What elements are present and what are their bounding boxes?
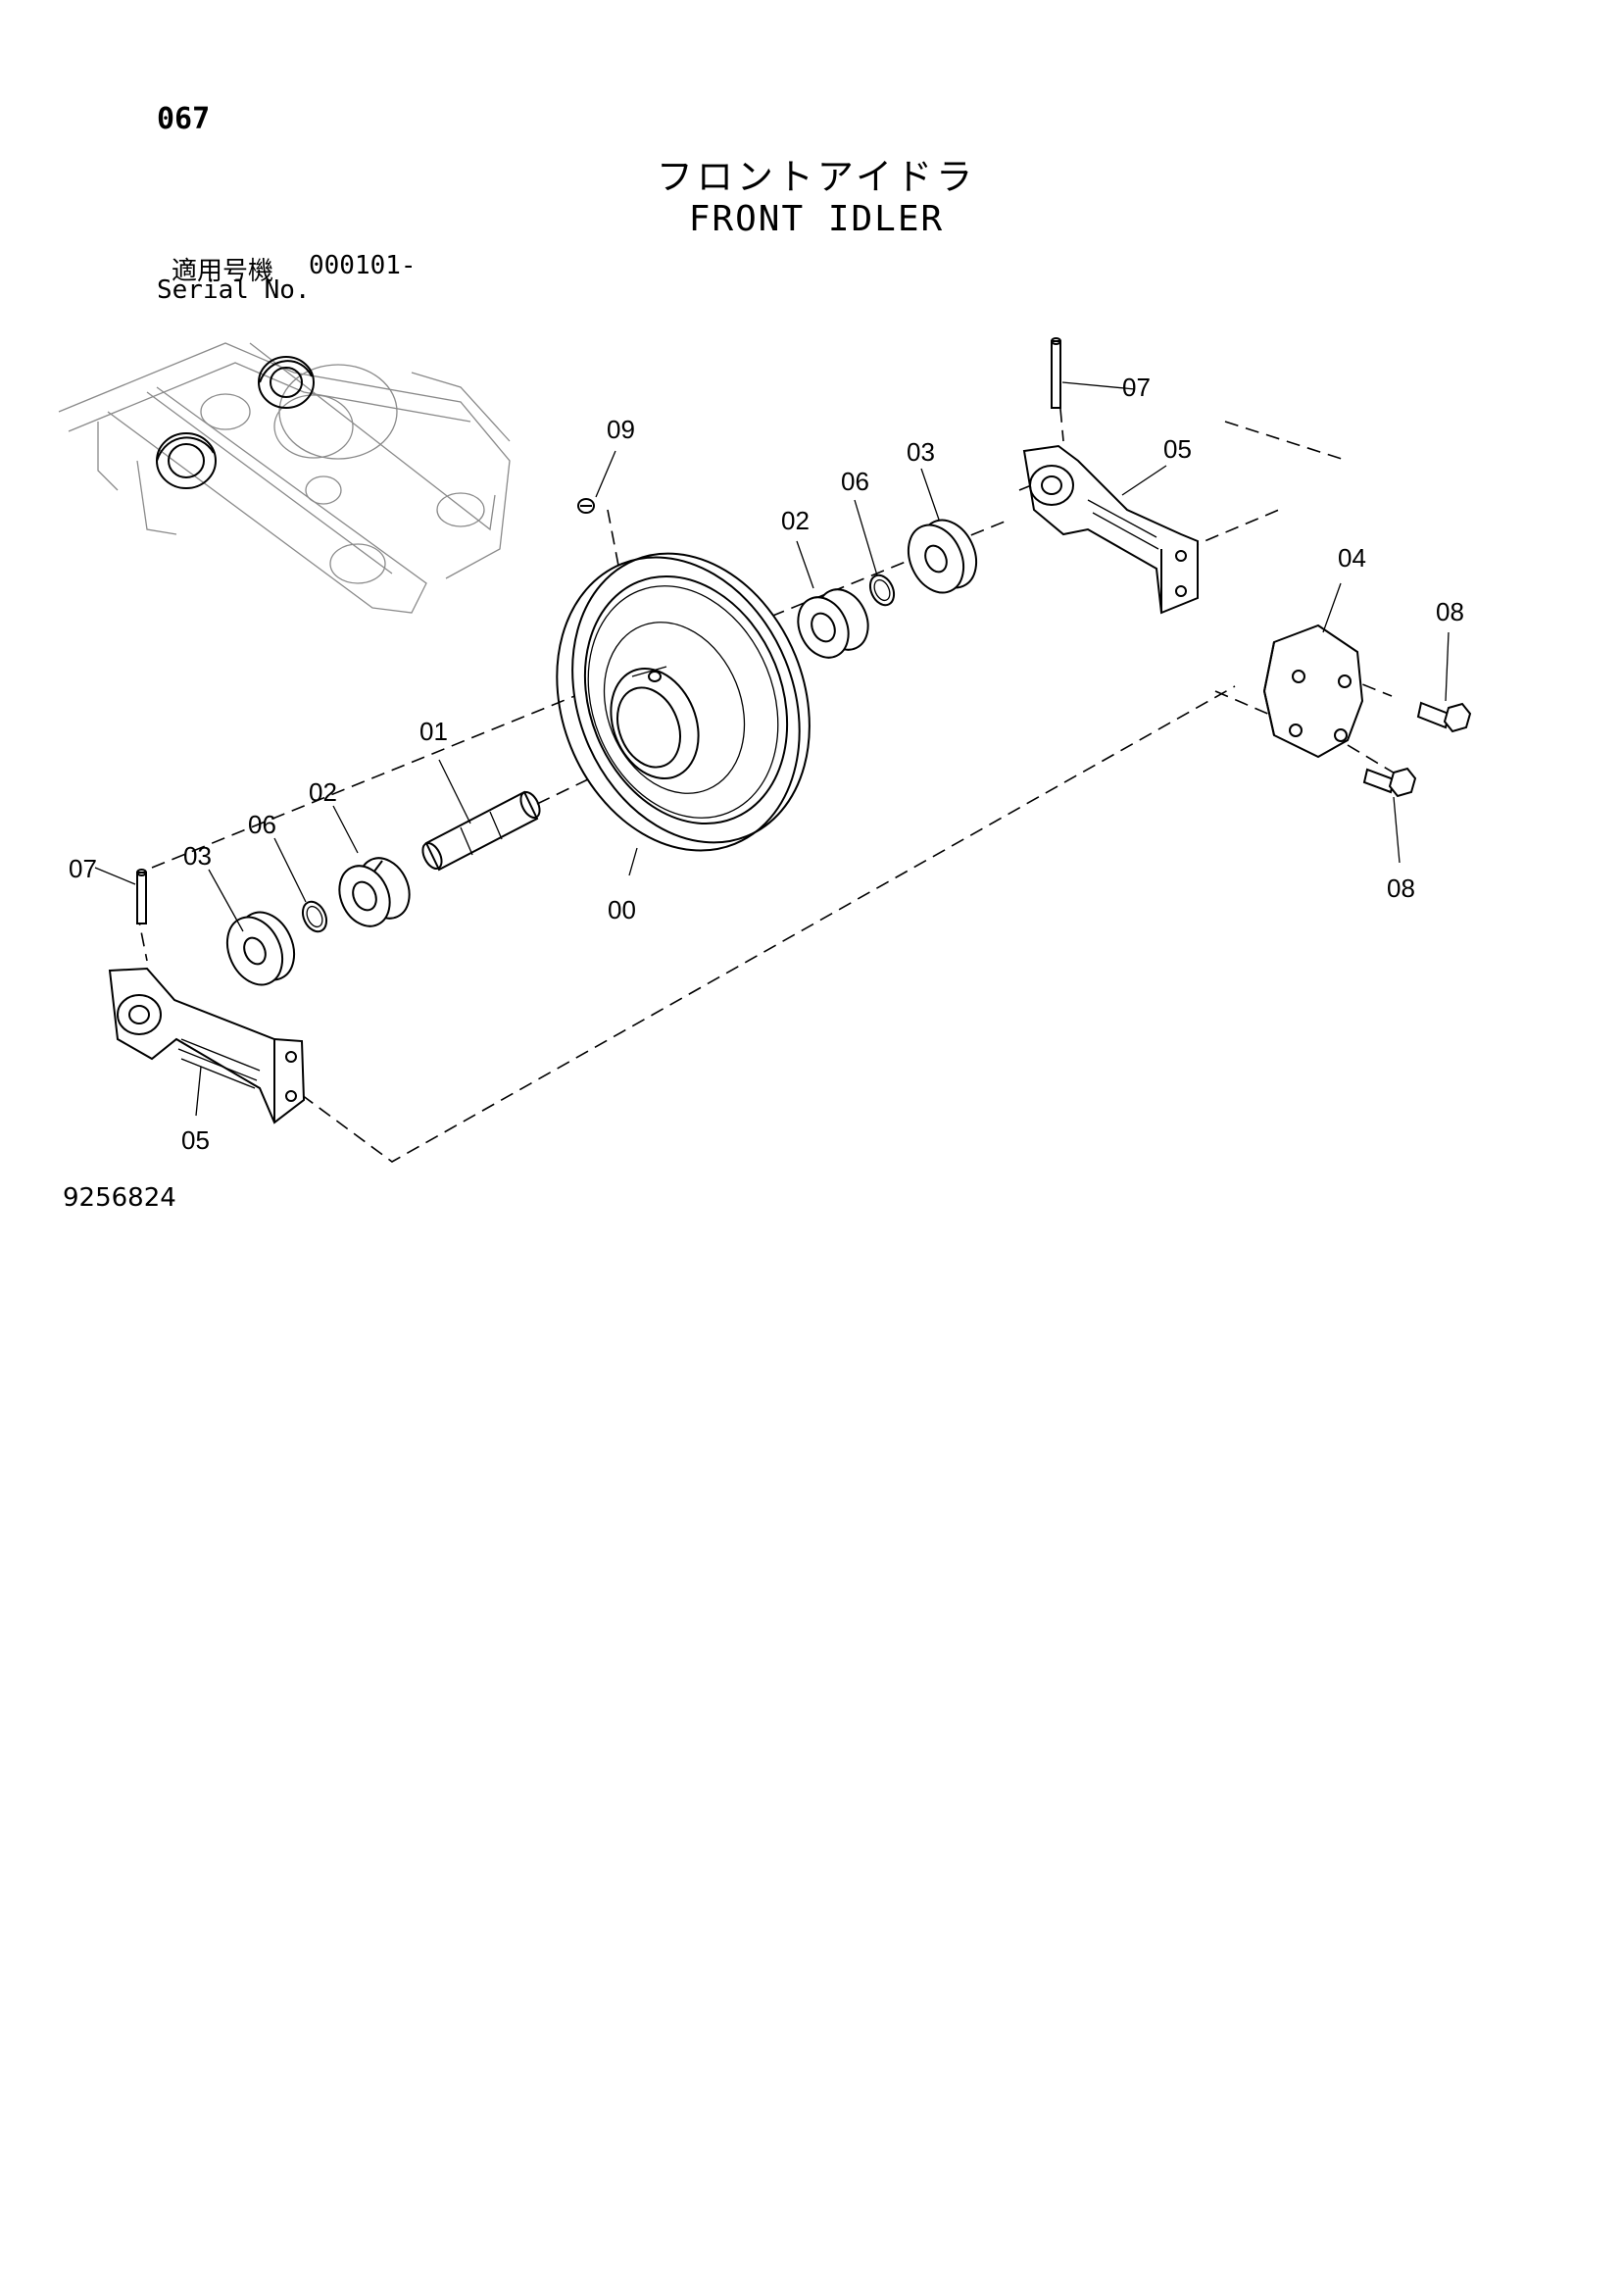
- bolt-upper: [1416, 701, 1472, 733]
- callout-bushing-right: 02: [781, 506, 810, 535]
- bolt-lower: [1362, 767, 1417, 798]
- callout-seal-left: 03: [183, 841, 212, 871]
- callout-wheel: 00: [608, 895, 636, 924]
- page-title-english: FRONT IDLER: [688, 199, 945, 239]
- callout-pin-left: 07: [69, 854, 97, 883]
- callout-ring-right: 06: [841, 467, 869, 496]
- callout-shaft: 01: [419, 717, 448, 746]
- callout-bearing-left: 05: [181, 1125, 210, 1155]
- callout-seal-right: 03: [907, 437, 935, 467]
- bearing-right: [1022, 444, 1199, 615]
- callout-pin-right: 07: [1122, 373, 1151, 402]
- shaft: [421, 778, 589, 872]
- bearing-left: [108, 967, 306, 1124]
- undercarriage-locator-sketch: [58, 342, 511, 614]
- page-title-japanese: フロントアイドラ: [656, 156, 977, 198]
- idler-wheel: [556, 552, 811, 852]
- callout-plug: 09: [607, 415, 635, 444]
- pin-right: [1051, 337, 1061, 409]
- callout-bushing-left: 02: [309, 777, 337, 807]
- callout-bearing-right: 05: [1163, 434, 1192, 464]
- serial-label-english: Serial No.: [157, 275, 311, 305]
- seal-left: [225, 911, 296, 986]
- callout-bolt-upper: 08: [1436, 597, 1464, 626]
- serial-label-japanese: 適用号機: [172, 257, 274, 286]
- plate: [1262, 624, 1364, 759]
- callout-plate: 04: [1338, 543, 1366, 573]
- plug: [577, 498, 595, 514]
- leader-lines: [94, 381, 1450, 1117]
- seal-right: [907, 519, 978, 594]
- snap-ring-right: [868, 574, 896, 607]
- page-number: 067: [157, 102, 211, 136]
- pin-left: [136, 869, 147, 924]
- callout-labels: 07 03 06 02 01 00 09 02 06 03 07 05 04 0…: [69, 373, 1464, 1155]
- drawing-number: 9256824: [63, 1183, 176, 1213]
- snap-ring-left: [301, 900, 328, 933]
- bushing-right: [797, 588, 869, 659]
- callout-ring-left: 06: [248, 810, 276, 839]
- serial-value: 000101-: [309, 251, 417, 280]
- callout-bolt-lower: 08: [1387, 873, 1415, 903]
- bushing-left: [338, 857, 411, 927]
